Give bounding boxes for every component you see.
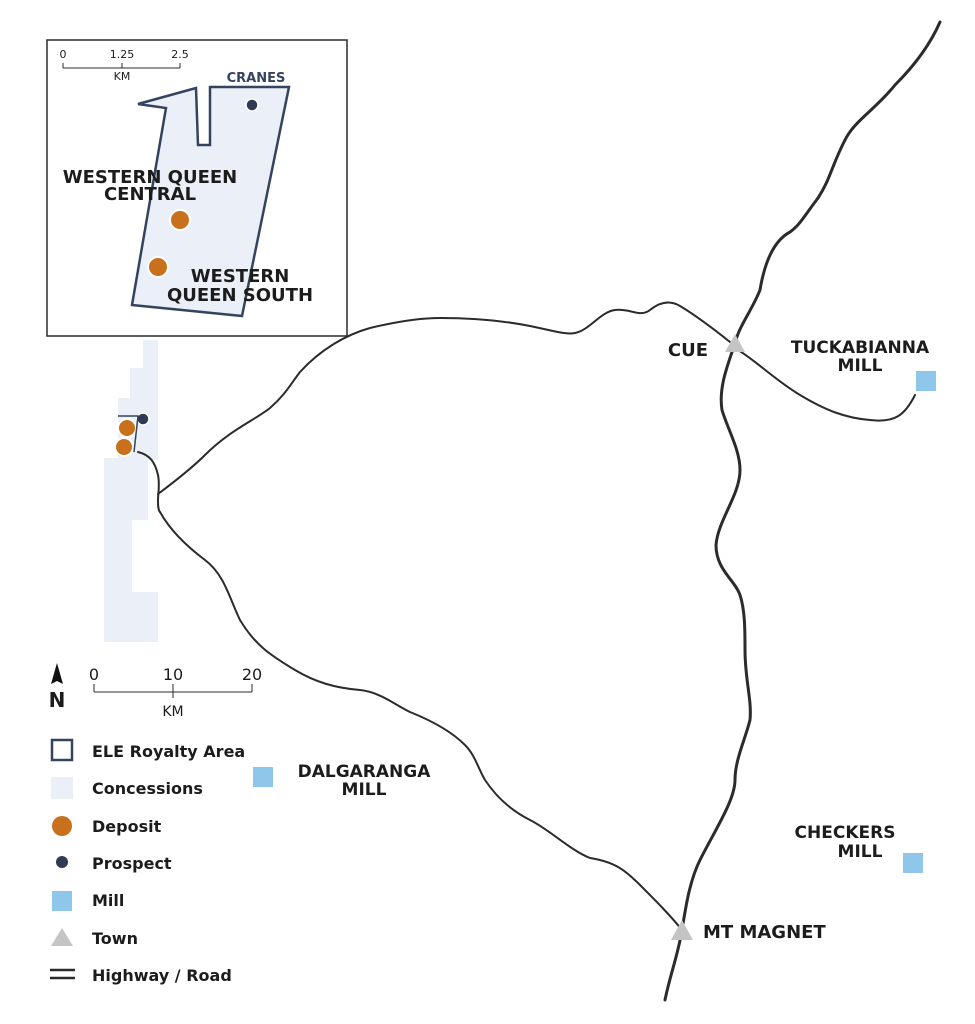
legend-label-town: Town	[92, 929, 138, 948]
mill-checkers-label-line2: MILL	[838, 842, 883, 862]
road-south-loop	[159, 511, 683, 931]
legend-prospect-icon	[56, 856, 68, 868]
town-cue-marker[interactable]	[725, 334, 745, 352]
legend-label-mill: Mill	[92, 891, 124, 910]
roads	[137, 20, 942, 1002]
mill-dalgaranga-marker[interactable]	[253, 767, 273, 787]
inset-deposit-2-label-line1: WESTERN	[191, 266, 290, 287]
inset-deposit-1-marker[interactable]	[169, 209, 191, 231]
inset-prospect-marker[interactable]	[245, 98, 259, 112]
mill-checkers-label-line1: CHECKERS	[795, 823, 896, 843]
legend-label-royalty-area: ELE Royalty Area	[92, 742, 245, 761]
legend-mill-icon	[52, 891, 72, 911]
inset-scale-tick-1: 1.25	[110, 48, 135, 61]
north-arrow-label: N	[49, 688, 66, 712]
legend-town-icon	[51, 928, 73, 946]
deposit-marker-main[interactable]	[117, 418, 137, 438]
inset-map: 0 1.25 2.5 KM CRANES WESTERN QUEEN CENTR…	[46, 39, 348, 337]
deposit-marker-main[interactable]	[114, 437, 134, 457]
concessions-main	[104, 340, 158, 642]
inset-royalty-area	[130, 85, 291, 318]
road-tuckabianna	[737, 349, 916, 422]
legend-label-concessions: Concessions	[92, 779, 203, 798]
legend-deposit-icon	[52, 816, 72, 836]
prospect-marker-main[interactable]	[136, 412, 150, 426]
mill-tuckabianna-label-line1: TUCKABIANNA	[791, 338, 930, 358]
inset-deposit-2-label-line2: QUEEN SOUTH	[167, 285, 313, 306]
scale-tick-1: 10	[163, 665, 183, 684]
scale-tick-0: 0	[89, 665, 99, 684]
legend-road-icon	[50, 968, 75, 980]
legend-label-road: Highway / Road	[92, 966, 232, 985]
inset-scale-bar	[62, 63, 181, 69]
inset-deposit-1-label-line1: WESTERN QUEEN	[63, 167, 237, 188]
legend-label-prospect: Prospect	[92, 854, 172, 873]
mill-tuckabianna-label-line2: MILL	[838, 356, 883, 376]
town-mt-magnet-label: MT MAGNET	[703, 922, 826, 943]
legend-concessions-icon	[51, 777, 73, 799]
legend: ELE Royalty Area Concessions Deposit Pro…	[50, 738, 245, 985]
town-cue-label: CUE	[668, 340, 708, 361]
road-spur-deposits	[137, 451, 161, 513]
town-mt-magnet-marker[interactable]	[671, 920, 693, 940]
scale-tick-2: 20	[242, 665, 262, 684]
mill-dalgaranga-label-line2: MILL	[342, 780, 387, 800]
inset-scale-tick-0: 0	[60, 48, 67, 61]
inset-prospect-label: CRANES	[227, 71, 286, 86]
legend-label-deposit: Deposit	[92, 817, 162, 836]
inset-deposit-1-label-line2: CENTRAL	[104, 184, 196, 205]
inset-scale-tick-2: 2.5	[171, 48, 189, 61]
scale-bar	[93, 684, 253, 698]
legend-royalty-area-icon	[50, 738, 74, 762]
north-arrow: N	[49, 663, 66, 712]
mill-tuckabianna-marker[interactable]	[916, 371, 936, 391]
scale-unit: KM	[162, 704, 183, 720]
highway-north-south	[663, 20, 942, 1002]
inset-scale-unit: KM	[114, 70, 131, 83]
north-arrow-icon	[51, 663, 63, 684]
road-north-loop	[157, 301, 731, 495]
mill-checkers-marker[interactable]	[903, 853, 923, 873]
royalty-area-main-outline	[118, 415, 139, 453]
inset-deposit-2-marker[interactable]	[147, 256, 169, 278]
mill-dalgaranga-label-line1: DALGARANGA	[298, 762, 432, 782]
